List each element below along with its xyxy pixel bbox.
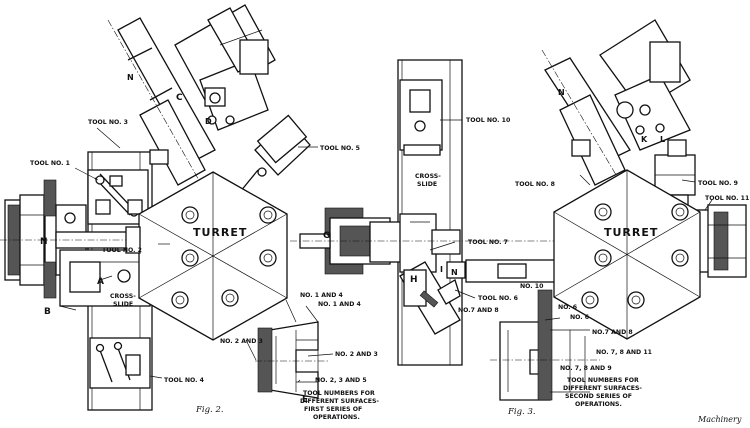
second-caption-line-1: TOOL NUMBERS FOR xyxy=(567,377,639,384)
first-caption-line-4: OPERATIONS. xyxy=(313,414,360,421)
label-turret-fig3: TURRET xyxy=(604,226,658,239)
label-second-no7and8-right: NO.7 AND 8 xyxy=(592,329,633,336)
label-h: H xyxy=(410,275,418,285)
label-k: K xyxy=(641,135,648,144)
fig2-drawing xyxy=(0,4,311,411)
label-n-fig3: N xyxy=(451,268,458,277)
label-n-arm-fig3: N xyxy=(558,88,565,97)
label-d: D xyxy=(205,117,212,126)
label-cross-fig2-top: CROSS- xyxy=(110,293,136,300)
label-first-no2and3-right: NO. 2 AND 3 xyxy=(335,351,378,358)
caption-fig3: Fig. 3. xyxy=(507,407,536,417)
label-b: B xyxy=(44,307,51,317)
part-section-second-series xyxy=(490,289,600,401)
label-first-no235: NO. 2, 3 AND 5 xyxy=(315,377,367,384)
label-first-no2and3-left: NO. 2 AND 3 xyxy=(220,338,263,345)
tool-block-cd xyxy=(174,4,276,131)
first-caption-line-2: DIFFERENT SURFACES- xyxy=(300,398,379,405)
label-second-no10: NO. 10 xyxy=(520,283,544,290)
credit-machinery: Machinery xyxy=(697,415,742,424)
label-tool-no-4: TOOL NO. 4 xyxy=(164,377,205,384)
label-tool-no-8: TOOL NO. 8 xyxy=(515,181,555,188)
tool-no-4-holder xyxy=(89,337,151,389)
part-section-first-series xyxy=(245,299,334,399)
tool-no-5-holder xyxy=(239,114,311,193)
label-second-no6-b: NO. 6 xyxy=(570,314,589,321)
label-tool-no-2: TOOL NO. 2 xyxy=(102,247,142,254)
tool-no-8-arm xyxy=(541,49,631,191)
label-c: C xyxy=(176,93,183,103)
label-second-no6-a: NO. 6 xyxy=(558,304,577,311)
label-turret-fig2: TURRET xyxy=(193,226,247,239)
second-caption-line-2: DIFFERENT SURFACES- xyxy=(563,385,642,392)
label-tool-no-9: TOOL NO. 9 xyxy=(698,180,738,187)
tool-no-10-holder xyxy=(399,79,443,156)
label-tool-no-10: TOOL NO. 10 xyxy=(466,117,511,124)
label-first-no1and4-a: NO. 1 AND 4 xyxy=(300,292,344,299)
label-tool-no-1: TOOL NO. 1 xyxy=(30,160,70,167)
second-caption-line-3: SECOND SERIES OF xyxy=(565,393,632,400)
first-caption-line-3: FIRST SERIES OF xyxy=(304,406,362,413)
fig3-drawing xyxy=(290,19,747,366)
label-tool-no-3: TOOL NO. 3 xyxy=(88,119,128,126)
labels-layer: TOOL NO. 1 TOOL NO. 3 TOOL NO. 2 TOOL NO… xyxy=(30,73,749,424)
label-n-fig2: N xyxy=(40,237,48,247)
tool-block-kl xyxy=(599,19,691,151)
label-slide-fig3: SLIDE xyxy=(417,181,437,188)
label-tool-no-7: TOOL NO. 7 xyxy=(468,239,508,246)
label-i: I xyxy=(440,265,443,274)
tool-no-1-holder xyxy=(87,169,149,225)
label-g: G xyxy=(323,231,330,241)
first-caption-line-1: TOOL NUMBERS FOR xyxy=(303,390,375,397)
label-n-arm-fig2: N xyxy=(127,73,134,82)
label-slide-fig2: SLIDE xyxy=(113,301,133,308)
label-a: A xyxy=(97,277,104,287)
label-second-no78-9: NO. 7, 8 AND 9 xyxy=(560,365,612,372)
leader-lines xyxy=(59,119,713,379)
tool-no-11-holder xyxy=(691,204,747,278)
label-tool-no-11: TOOL NO. 11 xyxy=(705,195,749,202)
label-l: L xyxy=(660,135,665,144)
label-tool-no-6: TOOL NO. 6 xyxy=(478,295,518,302)
label-tool-no-5: TOOL NO. 5 xyxy=(320,145,360,152)
label-first-no1and4-b: NO. 1 AND 4 xyxy=(318,301,362,308)
label-cross-fig3: CROSS- xyxy=(415,173,441,180)
tool-no-6-holder xyxy=(399,261,461,335)
caption-fig2: Fig. 2. xyxy=(195,405,224,415)
label-second-no7and8-left: NO.7 AND 8 xyxy=(458,307,499,314)
label-second-no78-11: NO. 7, 8 AND 11 xyxy=(596,349,652,356)
label-e: E xyxy=(302,395,308,405)
tool-no-3-arm xyxy=(107,17,216,186)
second-caption-line-4: OPERATIONS. xyxy=(575,401,622,408)
turret-bolts-fig3 xyxy=(581,203,689,309)
turret-bolts-fig2 xyxy=(171,206,277,309)
